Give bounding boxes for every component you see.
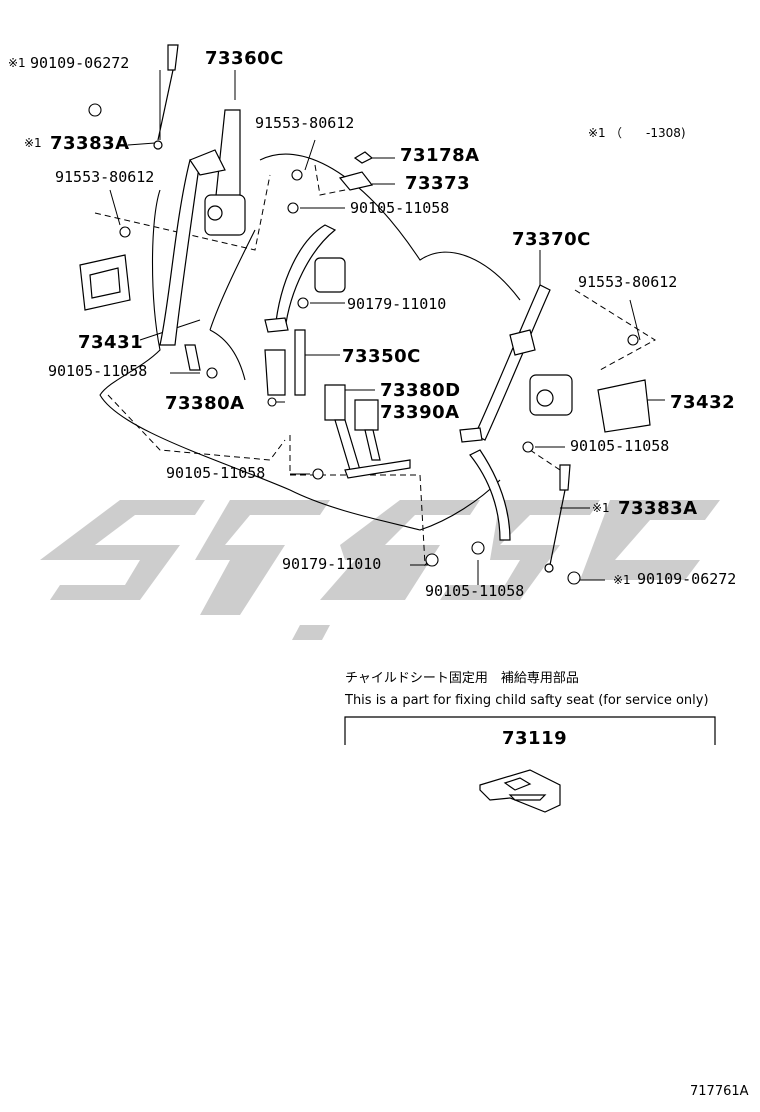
part-label-90105-11058-a: 90105-11058: [350, 199, 450, 217]
part-label-73431: 73431: [78, 332, 144, 353]
part-label-73432: 73432: [670, 392, 736, 413]
child-seat-note-en: This is a part for fixing child safty se…: [345, 693, 709, 708]
note-mark-2: ※1: [24, 136, 42, 150]
part-label-90105-11058-d: 90105-11058: [425, 582, 525, 600]
part-label-90109-06272-b: 90109-06272: [637, 570, 737, 588]
part-label-91553-80612-b: 91553-80612: [55, 168, 155, 186]
part-label-91553-80612-a: 91553-80612: [255, 114, 355, 132]
part-label-73370c: 73370C: [512, 229, 591, 250]
watermark-logo: [40, 500, 720, 640]
child-seat-anchor-73119: [479, 769, 561, 813]
part-label-73350c: 73350C: [342, 346, 421, 367]
part-label-73380a: 73380A: [165, 393, 245, 414]
part-label-73380d: 73380D: [380, 380, 461, 401]
note-range: （ -1308): [610, 126, 686, 140]
part-label-90109-06272-a: 90109-06272: [30, 54, 130, 72]
part-label-73119: 73119: [502, 728, 568, 749]
part-label-73178a: 73178A: [400, 145, 480, 166]
part-label-73383a-b: 73383A: [618, 498, 698, 519]
part-label-90105-11058-e: 90105-11058: [570, 437, 670, 455]
note-mark-4: ※1: [613, 573, 631, 587]
note-mark-top: ※1: [588, 126, 606, 140]
seatbelt-parts: [79, 44, 651, 573]
part-label-90105-11058-b: 90105-11058: [48, 362, 148, 380]
diagram-id: 717761A: [690, 1084, 749, 1099]
part-label-73383a-a: 73383A: [50, 133, 130, 154]
part-label-90179-11010-b: 90179-11010: [282, 555, 382, 573]
part-label-91553-80612-c: 91553-80612: [578, 273, 678, 291]
part-label-90105-11058-c: 90105-11058: [166, 464, 266, 482]
part-label-73390a: 73390A: [380, 402, 460, 423]
part-label-90179-11010-a: 90179-11010: [347, 295, 447, 313]
part-label-73373: 73373: [405, 173, 471, 194]
part-label-73360c: 73360C: [205, 48, 284, 69]
child-seat-note-jp: チャイルドシート固定用 補給専用部品: [345, 671, 579, 686]
seat-outline: [99, 153, 521, 531]
child-seat-box: [344, 716, 716, 745]
bolts: [88, 103, 639, 585]
note-mark-1: ※1: [8, 56, 26, 70]
note-mark-3: ※1: [592, 501, 610, 515]
